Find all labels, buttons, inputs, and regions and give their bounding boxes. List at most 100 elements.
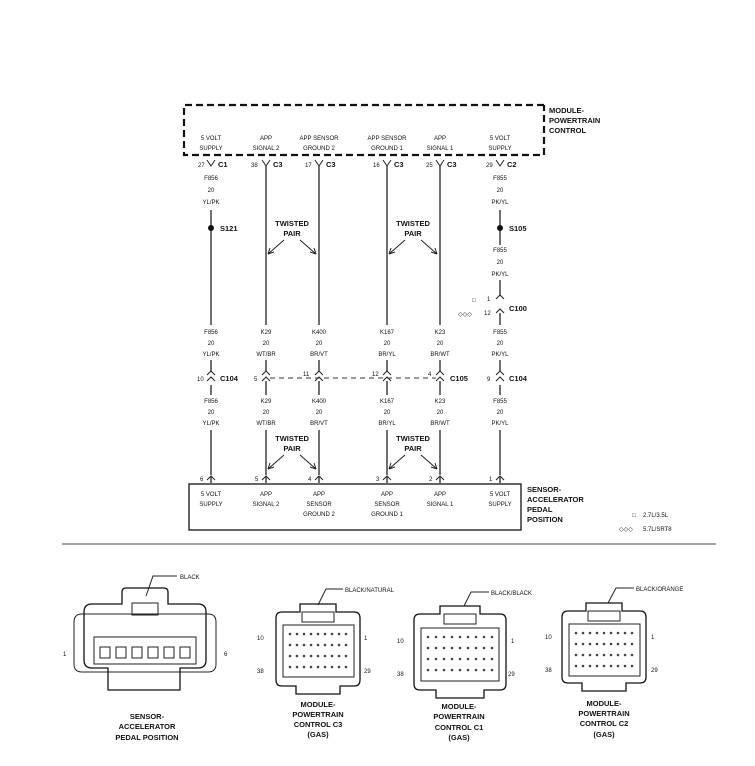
wire-gauge: 20 [384,341,391,347]
cavity [466,657,470,661]
cavity [482,646,486,650]
cavity [602,664,606,668]
wire-code: K23 [435,330,446,336]
wire-gauge: 20 [263,341,270,347]
cavity [458,657,462,661]
connector-housing [413,605,507,699]
wire-gauge: 20 [316,341,323,347]
pin-number: 16 [373,163,380,169]
pin-number: 12 [484,311,491,317]
cavity [616,642,620,646]
wire-gauge: 20 [497,260,504,266]
sensor-pin-name: APP [260,492,272,498]
terminal-symbol [495,159,505,167]
wire-runs [210,166,501,475]
pin-number: 10 [257,636,264,642]
connector-id: C104 [509,374,528,383]
cavity [337,643,341,647]
connector-cavities [288,632,348,669]
cavity [330,665,334,669]
twisted-pair-upper-right: TWISTED PAIR [388,219,438,255]
wire-gauge: 20 [497,410,504,416]
cavity [630,664,634,668]
wire-color: BR/WT [430,421,450,427]
pin-number: 29 [364,669,371,675]
pin-number: 2 [429,477,433,483]
cavity [482,668,486,672]
connector-caption: POWERTRAIN [292,710,343,719]
cavity [442,657,446,661]
cavity [309,654,313,658]
pin-number: 1 [651,635,655,641]
wire-color: BR/YL [378,352,396,358]
pin-number: 6 [224,652,228,658]
cavity [609,631,613,635]
wire-gauge: 20 [437,410,444,416]
cavity [474,635,478,639]
pin-number: 6 [200,477,204,483]
connector-latch [587,610,621,622]
cavity [344,643,348,647]
sensor-pin-name: 5 VOLT [490,492,511,498]
pin-number: 12 [372,372,379,378]
cavity [295,654,299,658]
leader-line [317,588,343,606]
wire-code: K167 [380,399,395,405]
cavity [288,665,292,669]
mid-wire-labels: F856 20 YL/PK K29 20 WT/BR K400 20 BR/VT… [202,330,509,358]
pcm-title-line: MODULE- [549,106,584,115]
sensor-pin-name: APP [381,492,393,498]
wire-code: F856 [204,330,218,336]
twisted-pair-label: TWISTED [275,219,309,228]
wire-code: F855 [493,248,507,254]
connector-housing [275,603,361,695]
cavity [616,664,620,668]
cavity [99,646,111,659]
wire-gauge: 20 [263,410,270,416]
sensor-pin-name: SIGNAL 1 [427,502,454,508]
wire-gauge: 20 [497,341,504,347]
cavity [295,632,299,636]
cavity [330,632,334,636]
cavity [295,665,299,669]
wire-color: PK/YL [491,200,509,206]
connector-inner-outline [73,613,217,673]
pin-number: 38 [397,672,404,678]
connector-caption: CONTROL C3 [294,720,343,729]
cavity [309,632,313,636]
wire-color: WT/BR [256,352,276,358]
cavity [466,668,470,672]
pcm-pin-name: 5 VOLT [490,136,511,142]
pin-number: 10 [197,377,204,383]
connector-id: C3 [273,160,283,169]
terminal-symbol [435,370,445,382]
pin-number: 38 [257,669,264,675]
connector-caption: MODULE- [442,702,477,711]
connector-id: C104 [220,374,239,383]
engine-legend: □ 2.7L/3.5L ◇◇◇ 5.7L/SRT8 [619,513,672,533]
sensor-title-line: POSITION [527,515,563,524]
wire-color: BR/VT [310,352,328,358]
twisted-pair-lower-right: TWISTED PAIR [388,434,438,470]
splice-dot [497,225,503,231]
cavity [574,653,578,657]
lower-wire-labels: F856 20 YL/PK K29 20 WT/BR K400 20 BR/VT… [202,399,509,427]
cavity [574,664,578,668]
pin-number: 3 [376,477,380,483]
cavity [288,643,292,647]
cavity [302,665,306,669]
pin-number: 9 [487,377,491,383]
cavity [595,631,599,635]
connector-id: C3 [394,160,404,169]
leader-line [145,575,177,597]
cavity [450,657,454,661]
leader-line [607,587,634,604]
pcm-pin-numbers: 27 C1 38 C3 17 C3 16 C3 25 C3 29 C2 [198,160,517,169]
legend-text: 2.7L/3.5L [643,513,669,519]
connector-id: C2 [507,160,517,169]
cavity [581,631,585,635]
wire-gauge: 20 [208,188,215,194]
cavity [442,646,446,650]
engine-marker: □ [472,298,476,304]
